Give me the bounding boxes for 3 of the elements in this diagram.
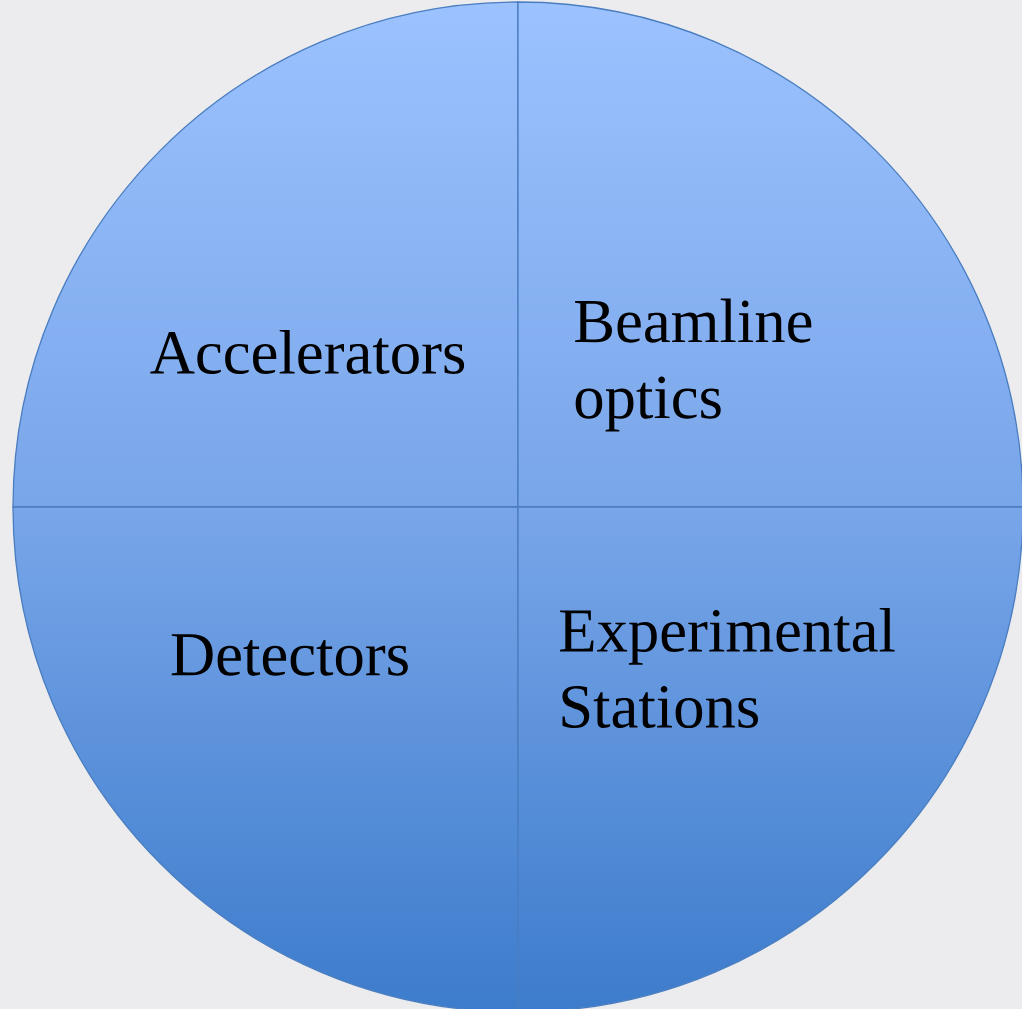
pie-quadrant: Experimental Stations — [517, 506, 1022, 1009]
pie-quadrant: Detectors — [12, 506, 519, 1009]
pie-quadrant: Beamline optics — [517, 1, 1022, 508]
